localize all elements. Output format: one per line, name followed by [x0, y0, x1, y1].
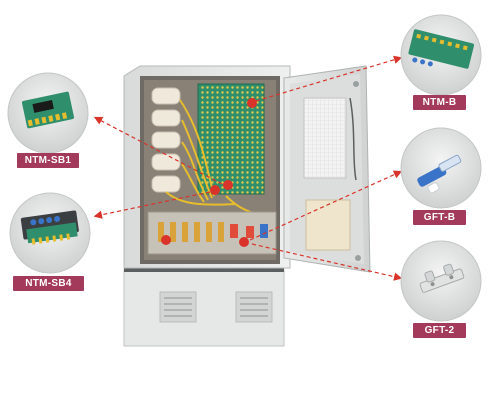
- label-ntm-sb4: NTM-SB4: [13, 276, 84, 291]
- circle-gft-2: [400, 240, 482, 322]
- arrow-gft-2: [251, 243, 403, 281]
- label-ntm-sb1: NTM-SB1: [17, 153, 79, 168]
- arrow-ntm-sb4: [93, 191, 211, 219]
- label-ntm-b: NTM-B: [413, 95, 466, 110]
- callout-arrows: [93, 55, 403, 281]
- cabinet-base: [123, 266, 285, 347]
- cabinet-body: [123, 65, 291, 269]
- cabinet-door: [283, 65, 371, 273]
- circle-ntm-sb4: [9, 192, 91, 274]
- label-gft-b: GFT-B: [413, 210, 466, 225]
- circle-gft-b: [400, 127, 482, 209]
- marker-dots: [161, 98, 257, 247]
- circle-ntm-sb1: [7, 72, 89, 154]
- label-gft-2: GFT-2: [413, 323, 466, 338]
- arrow-ntm-sb1: [93, 116, 223, 185]
- circle-ntm-b: [400, 14, 482, 96]
